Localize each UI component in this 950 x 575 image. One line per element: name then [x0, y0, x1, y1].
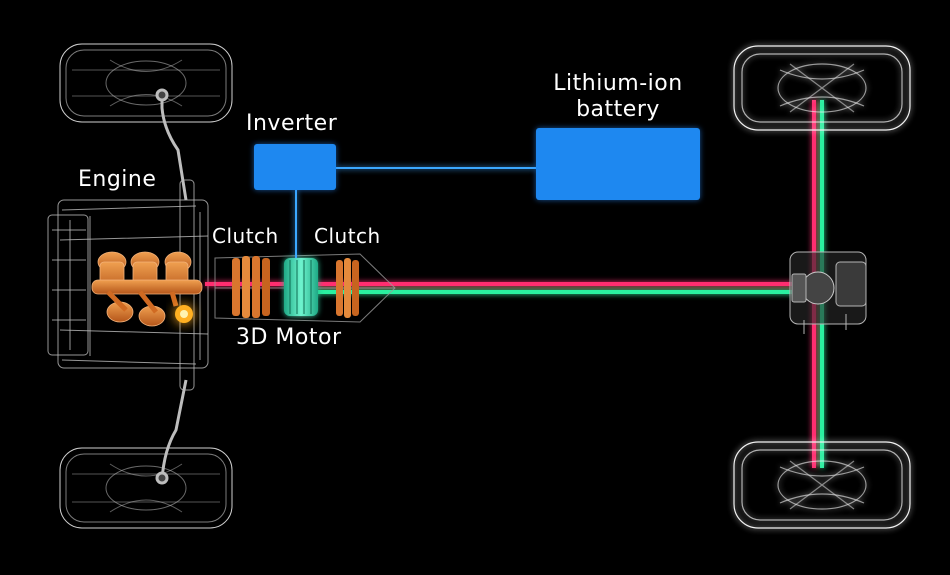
- clutch-left-label: Clutch: [212, 224, 279, 248]
- front-right-wheel: [59, 447, 233, 529]
- clutch-right-label: Clutch: [314, 224, 381, 248]
- inverter-box: [254, 144, 336, 190]
- engine-label: Engine: [78, 167, 157, 192]
- engine-block: [47, 179, 209, 391]
- rear-left-wheel: [733, 45, 911, 131]
- battery-label-line2: battery: [576, 97, 660, 122]
- clutch-left: [232, 256, 270, 318]
- battery-box: [536, 128, 700, 200]
- battery-label-line1: Lithium-ion: [553, 71, 683, 96]
- inverter-label: Inverter: [246, 111, 338, 136]
- clutch-right: [336, 258, 359, 318]
- rear-right-wheel: [733, 441, 911, 529]
- rear-differential: [789, 251, 867, 334]
- front-drive-shafts: [155, 88, 188, 485]
- battery-label: Lithium-ion battery: [536, 71, 700, 123]
- front-left-wheel: [59, 43, 233, 123]
- motor-label: 3D Motor: [236, 325, 342, 350]
- electrical-connections: [295, 167, 536, 258]
- three-d-motor: [284, 258, 318, 316]
